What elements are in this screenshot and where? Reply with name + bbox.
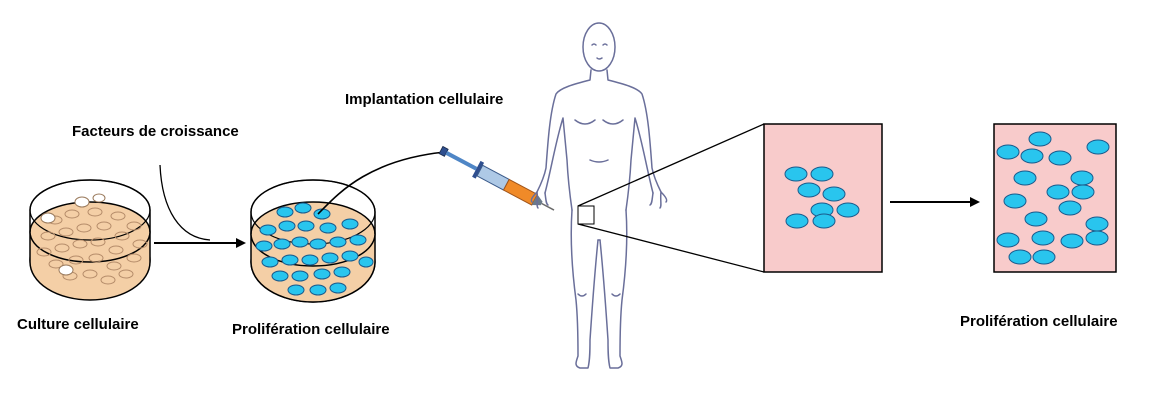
zoom-line-bottom [578, 224, 764, 272]
syringe-icon [437, 142, 558, 218]
arrow-head [236, 238, 246, 248]
culture-label: Culture cellulaire [17, 316, 139, 334]
human-body-icon [531, 23, 666, 368]
arrow-head [970, 197, 980, 207]
growth-factors-label: Facteurs de croissance [72, 123, 239, 141]
culture-dish-icon [30, 180, 150, 300]
proliferation-tissue-label: Prolifération cellulaire [960, 313, 1118, 331]
tissue-panel-after [994, 124, 1116, 272]
zoom-line-top [578, 124, 764, 206]
proliferation-dish-icon [251, 180, 375, 302]
implantation-label: Implantation cellulaire [345, 91, 503, 109]
proliferation-dish-label: Prolifération cellulaire [232, 321, 390, 339]
implant-site-marker [578, 206, 594, 224]
tissue-panel-before [764, 124, 882, 272]
growth-factor-curve [160, 165, 210, 240]
